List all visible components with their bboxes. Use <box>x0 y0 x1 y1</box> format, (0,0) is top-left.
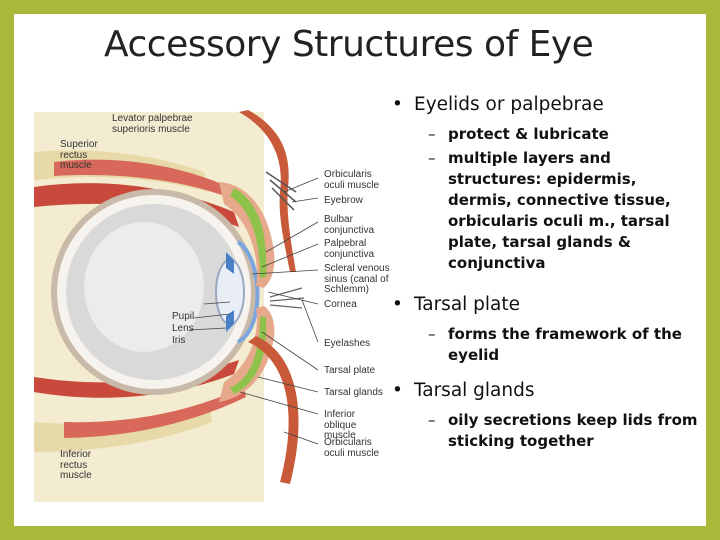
label-levator: Levator palpebrae superioris muscle <box>112 113 202 135</box>
slide: Accessory Structures of Eye <box>14 14 706 526</box>
upper-tarsal-plate <box>230 188 267 278</box>
sub-bullet: –oily secretions keep lids from sticking… <box>428 411 698 450</box>
label-palpebral-conjunctiva: Palpebral conjunctiva <box>324 238 375 260</box>
eye-anatomy-figure: Levator palpebrae superioris muscle Supe… <box>34 92 390 512</box>
slide-title: Accessory Structures of Eye <box>104 24 594 65</box>
sub-bullet-text: protect & lubricate <box>448 125 609 143</box>
sub-bullet: –protect & lubricate <box>428 125 609 143</box>
sub-bullet: –forms the framework of the eyelid <box>428 325 682 364</box>
inferior-rectus-muscle <box>34 360 239 398</box>
orbicularis-top <box>239 110 296 272</box>
leader-lines <box>188 177 319 445</box>
sub-bullet-text: oily secretions keep lids from sticking … <box>448 411 698 450</box>
label-inferior-oblique: Inferior oblique muscle <box>324 409 357 441</box>
label-eyelashes: Eyelashes <box>324 338 371 349</box>
levator-muscle <box>54 159 252 207</box>
eyebrow-hairs <box>265 171 297 211</box>
label-pupil: Pupil <box>172 311 195 322</box>
bullet-tarsal-glands-text: Tarsal glands <box>414 380 535 401</box>
lower-tarsal-plate <box>230 316 267 394</box>
label-orbicularis-top: Orbicularis oculi muscle <box>324 169 380 191</box>
bullet-tarsal-plate-text: Tarsal plate <box>414 294 521 315</box>
label-iris: Iris <box>172 335 186 346</box>
sub-bullet-text: multiple layers and structures: epidermi… <box>448 149 671 272</box>
bullet-tarsal-plate: •Tarsal plate <box>392 294 521 315</box>
sub-bullet-text: forms the framework of the eyelid <box>448 325 682 364</box>
eye-diagram <box>34 110 319 502</box>
bullet-tarsal-glands: •Tarsal glands <box>392 380 535 401</box>
label-orbicularis-bottom: Orbicularis oculi muscle <box>324 437 380 459</box>
label-cornea: Cornea <box>324 299 357 310</box>
sub-bullet: –multiple layers and structures: epiderm… <box>428 149 671 272</box>
label-superior-rectus: Superior rectus muscle <box>60 139 98 171</box>
iris-bottom <box>226 310 234 332</box>
eyelash-strands <box>269 287 305 309</box>
label-bulbar-conjunctiva: Bulbar conjunctiva <box>324 214 375 236</box>
cornea <box>236 240 260 344</box>
bullet-eyelids: •Eyelids or palpebrae <box>392 94 604 115</box>
label-tarsal-plate: Tarsal plate <box>324 365 376 376</box>
label-eyebrow: Eyebrow <box>324 195 363 206</box>
label-inferior-rectus: Inferior rectus muscle <box>60 449 92 481</box>
label-levator-text: Levator palpebrae superioris muscle <box>112 113 193 135</box>
bullet-eyelids-text: Eyelids or palpebrae <box>414 94 604 115</box>
vitreous-highlight <box>84 222 204 352</box>
inferior-oblique-muscle <box>64 387 246 438</box>
label-tarsal-glands: Tarsal glands <box>324 387 383 398</box>
label-scleral-venous-sinus: Scleral venous sinus (canal of Schlemm) <box>324 263 390 295</box>
iris-top <box>226 252 234 274</box>
orbicularis-bottom <box>248 336 299 484</box>
label-lens: Lens <box>172 323 194 334</box>
